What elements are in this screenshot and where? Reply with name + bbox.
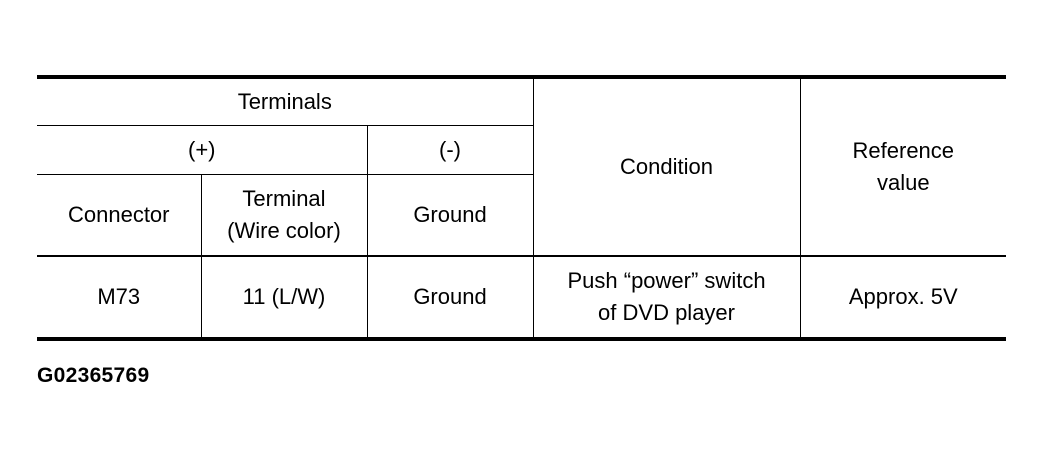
header-reference-value: Reference value <box>800 75 1007 257</box>
header-ground: Ground <box>367 174 534 257</box>
header-minus: (-) <box>367 125 534 175</box>
header-terminals: Terminals <box>37 75 534 126</box>
header-terminal-line1: Terminal <box>242 186 326 212</box>
cell-condition-line1: Push “power” switch <box>567 268 766 294</box>
header-plus: (+) <box>37 125 368 175</box>
table-row: M73 11 (L/W) Ground Push “power” switch … <box>37 255 1007 341</box>
header-row-1: Terminals Condition Reference value <box>37 75 1007 257</box>
header-terminal-line2: (Wire color) <box>227 218 341 243</box>
header-reference-line2: value <box>876 170 930 195</box>
cell-reference-value: Approx. 5V <box>800 255 1007 341</box>
terminal-spec-table: Terminals Condition Reference value (+) … <box>37 75 1007 341</box>
figure-code: G02365769 <box>37 364 150 387</box>
header-reference-line1: Reference <box>852 138 955 164</box>
cell-connector: M73 <box>37 255 202 341</box>
header-condition: Condition <box>533 75 801 257</box>
cell-ground: Ground <box>367 255 534 341</box>
header-terminal-wire-color: Terminal (Wire color) <box>201 174 368 257</box>
cell-terminal: 11 (L/W) <box>201 255 368 341</box>
header-row-2: (+) (-) <box>37 125 1006 175</box>
header-connector: Connector <box>37 174 202 257</box>
cell-condition: Push “power” switch of DVD player <box>533 255 801 341</box>
cell-condition-line2: of DVD player <box>598 300 735 325</box>
